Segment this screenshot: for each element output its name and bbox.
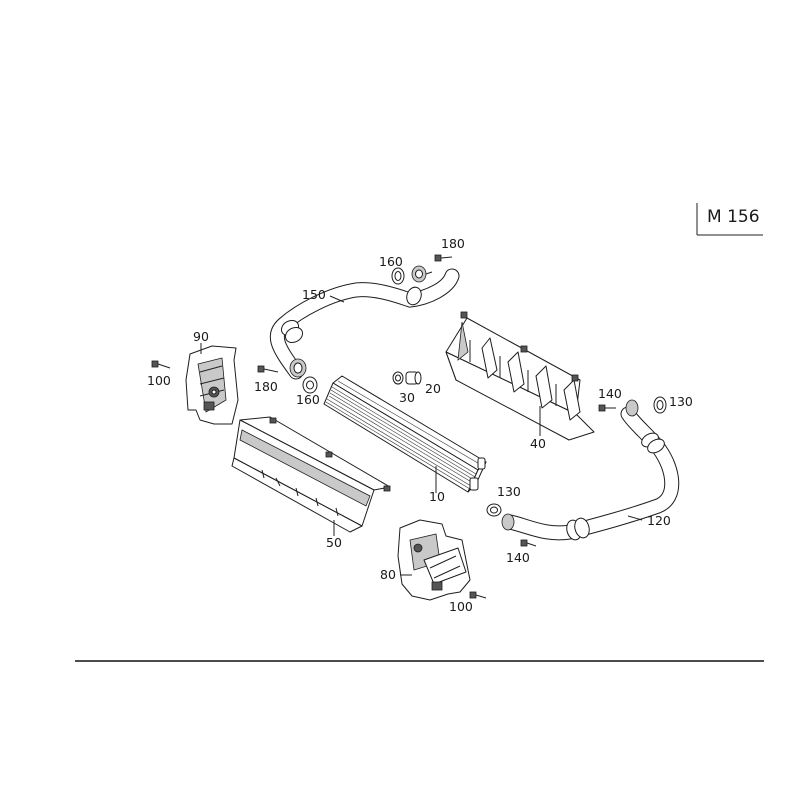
label-20: 20 <box>425 381 441 396</box>
label-30: 30 <box>399 390 415 405</box>
part-160-seal-lower <box>302 376 318 394</box>
part-140-bolt-lower <box>520 539 537 547</box>
part-120-lower-hose <box>501 399 680 541</box>
part-100-bolt-lower <box>469 591 487 599</box>
label-160-upper: 160 <box>379 254 403 269</box>
label-180-upper: 180 <box>441 236 465 251</box>
label-10: 10 <box>429 489 445 504</box>
label-140-right: 140 <box>598 386 622 401</box>
part-160-seal-upper <box>391 267 405 285</box>
callout-labels: 10 20 30 40 50 80 90 100 100 120 130 130… <box>147 236 693 614</box>
part-80-lower-bracket <box>397 519 471 601</box>
label-80: 80 <box>380 567 396 582</box>
label-100-lower: 100 <box>449 599 473 614</box>
part-140-bolt-right <box>598 404 616 412</box>
label-130-lower: 130 <box>497 484 521 499</box>
part-10-radiator <box>323 375 487 493</box>
engine-code-box: M 156 <box>696 203 763 236</box>
part-30-plug <box>392 371 404 385</box>
part-90-left-bracket <box>185 343 239 425</box>
label-50: 50 <box>326 535 342 550</box>
label-120: 120 <box>647 513 671 528</box>
part-40-air-duct <box>445 311 595 441</box>
label-90: 90 <box>193 329 209 344</box>
part-100-bolt-left <box>151 360 171 369</box>
part-20-plug <box>405 371 422 385</box>
label-180-lower: 180 <box>254 379 278 394</box>
part-150-upper-hose <box>269 268 460 380</box>
part-180-bolt-lower <box>257 365 279 373</box>
part-130-seal-right <box>653 396 667 414</box>
engine-code-label: M 156 <box>707 207 760 227</box>
label-40: 40 <box>530 436 546 451</box>
label-100-left: 100 <box>147 373 171 388</box>
part-130-seal-lower <box>486 503 502 517</box>
part-180-bolt-upper <box>434 254 453 262</box>
label-140-lower: 140 <box>506 550 530 565</box>
part-50-lower-duct <box>231 416 391 536</box>
label-160-lower: 160 <box>296 392 320 407</box>
label-130-right: 130 <box>669 394 693 409</box>
label-150: 150 <box>302 287 326 302</box>
part-180-clamp-upper <box>411 265 433 283</box>
